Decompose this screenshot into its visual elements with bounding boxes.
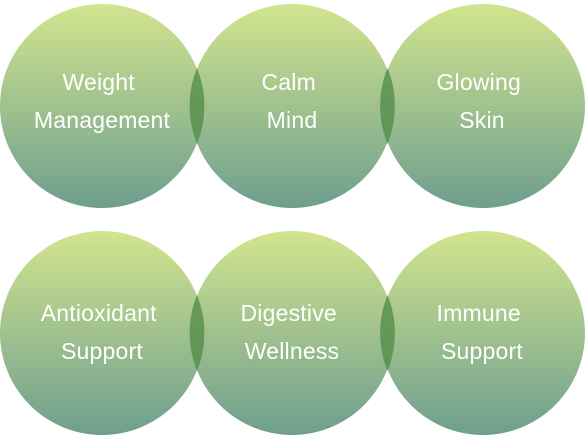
label-digestive-wellness: Digestive Wellness (241, 300, 344, 364)
circle-glowing-skin (381, 4, 585, 208)
overlap-row2-left (189, 295, 205, 371)
circle-weight-management (0, 4, 204, 208)
circle-immune-support (381, 231, 585, 435)
circle-digestive-wellness (190, 231, 394, 435)
row-2 (0, 231, 585, 435)
overlap-row1-right (380, 68, 395, 144)
label-calm-mind: Calm Mind (261, 69, 322, 133)
label-glowing-skin: Glowing Skin (436, 69, 527, 133)
circle-calm-mind (190, 4, 394, 208)
overlap-row2-right (380, 295, 395, 371)
overlaps (189, 68, 395, 371)
labels: Weight Management Calm Mind Glowing Skin… (34, 69, 528, 364)
label-weight-management: Weight Management (34, 69, 171, 133)
label-antioxidant-support: Antioxidant Support (41, 300, 164, 364)
label-immune-support: Immune Support (437, 300, 528, 364)
circle-antioxidant-support (0, 231, 204, 435)
row-1 (0, 4, 585, 208)
overlap-row1-left (189, 68, 205, 144)
